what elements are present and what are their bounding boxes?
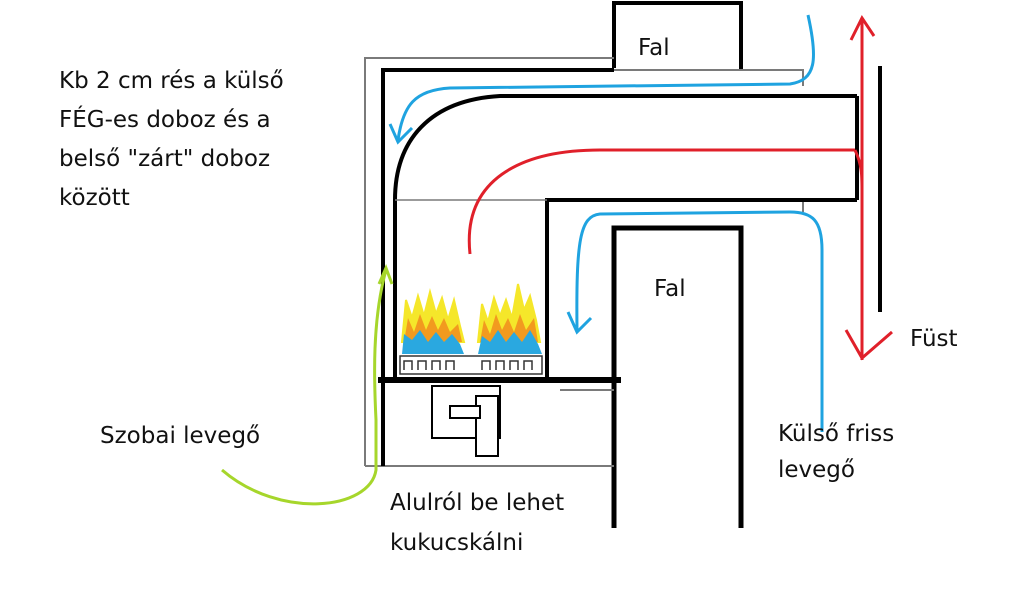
lower-wall bbox=[611, 225, 744, 528]
smoke-down-arrowhead bbox=[844, 329, 893, 361]
gap-note-line-2: FÉG-es doboz és a bbox=[59, 105, 271, 133]
fresh-air-arrowhead-bottom bbox=[566, 311, 593, 335]
room-air-arrowhead bbox=[377, 264, 394, 285]
outside-air-label-line-1: Külső friss bbox=[778, 421, 894, 447]
gap-note-line-1: Kb 2 cm rés a külső bbox=[59, 68, 284, 94]
smoke-path bbox=[467, 15, 893, 361]
grate bbox=[399, 355, 543, 375]
gap-note-line-3: belső "zárt" doboz bbox=[59, 146, 270, 172]
smoke-label: Füst bbox=[910, 326, 958, 352]
inner-box bbox=[381, 68, 614, 466]
peek-label-line-1: Alulról be lehet bbox=[390, 490, 564, 516]
fresh-air-arrowhead-top bbox=[388, 123, 414, 145]
wall-top-label: Fal bbox=[638, 35, 670, 61]
flue-pipe bbox=[393, 94, 859, 378]
smoke-up-arrowhead bbox=[849, 15, 876, 41]
fresh-air-path bbox=[388, 14, 824, 432]
room-air-label: Szobai levegő bbox=[100, 423, 260, 449]
gap-note-line-4: között bbox=[59, 185, 130, 211]
peek-label-line-2: kukucskálni bbox=[390, 530, 523, 556]
wall-middle-label: Fal bbox=[654, 276, 686, 302]
top-wall bbox=[612, 1, 743, 70]
peek-window bbox=[431, 385, 501, 457]
flames bbox=[400, 283, 542, 354]
room-air-path bbox=[221, 264, 394, 506]
outside-air-label-line-2: levegő bbox=[778, 457, 855, 483]
